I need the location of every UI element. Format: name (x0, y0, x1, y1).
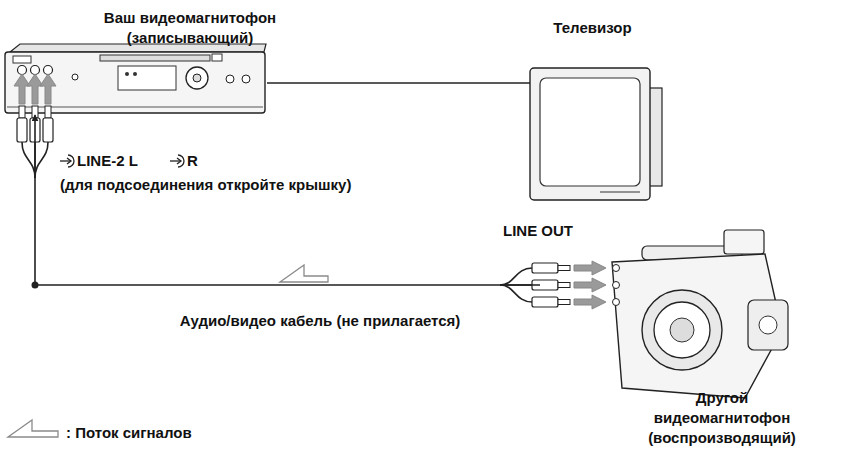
cable-junction (32, 282, 39, 289)
camcorder-jack (613, 299, 620, 306)
cable-branch (22, 142, 35, 178)
av-cable (35, 115, 540, 285)
insert-arrow (14, 74, 30, 104)
rca-plug (17, 118, 27, 142)
input-symbol-arrow (170, 160, 180, 161)
rca-plug-tip (45, 106, 51, 118)
camcorder-eyepiece (748, 300, 788, 350)
rca-plug-tip (19, 106, 25, 118)
legend-text: : Поток сигналов (66, 423, 192, 443)
input-symbol-arrow (67, 158, 71, 164)
rca-plug-tip (558, 283, 570, 288)
cable-label: Аудио/видео кабель (не прилагается) (95, 311, 545, 331)
tv-frame (530, 68, 650, 200)
camcorder-lens-glass (670, 318, 694, 342)
vcr-recorder: Ваш видеомагнитофон (записывающий) (5, 5, 267, 115)
vcr-side-plugs (14, 74, 56, 289)
rca-plug (532, 297, 558, 307)
rca-plug-tip (558, 300, 570, 305)
cable-branch (500, 285, 532, 302)
cable-branch (500, 284, 532, 286)
vcr-jack (31, 66, 40, 75)
camcorder-lens (654, 302, 710, 358)
vcr-jack (18, 66, 27, 75)
insert-arrow (40, 74, 56, 104)
note-text: (для подсоединения откройте крышку) (60, 175, 360, 195)
rca-plug (532, 263, 558, 273)
camcorder-player: Другой видеомагнитофон (воспроизводящий) (540, 240, 800, 452)
camcorder-handle (642, 246, 742, 260)
vcr-display (118, 66, 176, 90)
device-title: Телевизор (530, 18, 655, 38)
tv-set: Телевизор (530, 12, 655, 202)
device-title: Ваш видеомагнитофон (записывающий) (85, 8, 295, 48)
camcorder-illustration (612, 230, 788, 398)
cable-branch (34, 142, 36, 178)
output-label: LINE OUT (503, 221, 583, 241)
camcorder-body (612, 254, 782, 398)
cable-branch (500, 268, 532, 285)
rca-plug-tip (558, 266, 570, 271)
insert-arrow (574, 278, 606, 292)
signal-flow-arrow (280, 265, 328, 282)
legend-entry: : Поток сигналов (66, 423, 266, 445)
vcr-illustration (5, 44, 266, 113)
camcorder-eyecup (759, 316, 777, 334)
camcorder-lens-ring (642, 290, 722, 370)
camcorder-jack (613, 265, 620, 272)
vcr-body (5, 52, 265, 113)
camcorder-viewfinder (724, 230, 764, 254)
vcr-jog-dial (186, 67, 208, 89)
tv-detail (600, 191, 640, 192)
tv-screen (540, 78, 640, 186)
tv-side (648, 88, 662, 186)
vcr-cassette-slot (100, 55, 210, 61)
input-symbol (170, 155, 184, 167)
insert-arrow (574, 261, 606, 275)
rca-plug (30, 118, 40, 142)
vcr-button (226, 75, 234, 83)
camcorder-jack (613, 282, 620, 289)
legend-flow-sample (8, 420, 58, 437)
rca-plug (43, 118, 53, 142)
vcr-jack (44, 66, 53, 75)
input-symbol (60, 155, 74, 167)
input-symbol-arrow (60, 160, 70, 161)
vcr-eject-button (212, 54, 222, 61)
vcr-knob (72, 74, 78, 80)
vcr-indicator (133, 72, 137, 76)
device-title: Другой видеомагнитофон (воспроизводящий) (637, 388, 807, 448)
input-symbol-arrow (177, 158, 181, 164)
vcr-button (242, 75, 250, 83)
cable-branch (35, 142, 48, 178)
rca-plug-tip (32, 106, 38, 118)
input-label: R (187, 151, 207, 171)
tv-illustration (530, 68, 662, 200)
vcr-jog-center (193, 74, 201, 82)
camcorder-side-plugs (500, 261, 606, 309)
insert-arrow (574, 295, 606, 309)
vcr-power-button (13, 56, 31, 63)
input-symbol-arc (178, 155, 184, 167)
input-symbol-arc (68, 155, 74, 167)
vcr-panel-line (7, 107, 263, 108)
rf-connection-line (267, 82, 530, 84)
rca-plug (532, 280, 558, 290)
insert-arrow (27, 74, 43, 104)
input-label: LINE-2 L (77, 151, 172, 171)
vcr-indicator (125, 72, 129, 76)
